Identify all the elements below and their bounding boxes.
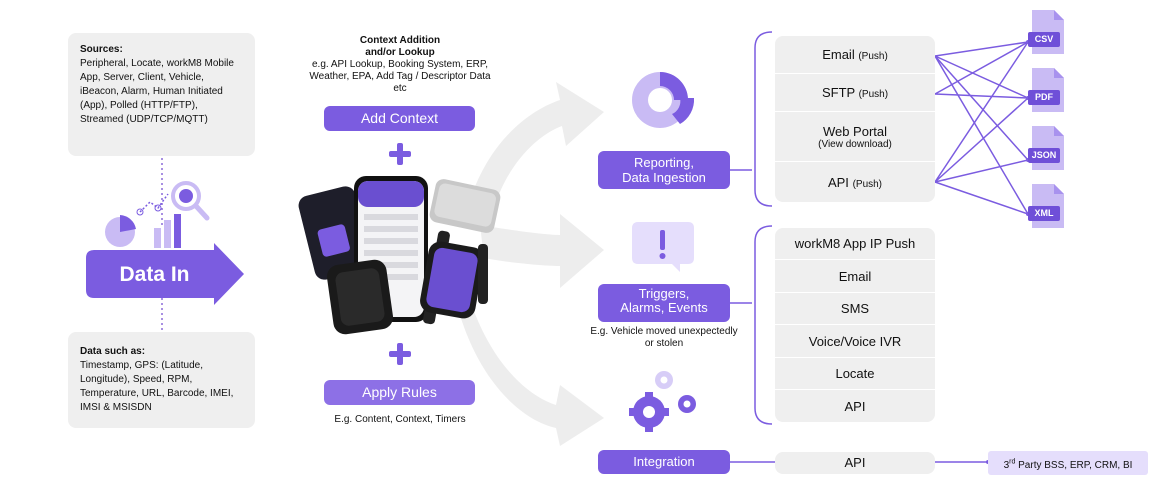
exclamation-bubble-icon — [632, 222, 694, 272]
sources-title: Sources: — [80, 44, 123, 55]
integration-api[interactable]: API — [775, 452, 935, 474]
apply-rules-button[interactable]: Apply Rules — [324, 380, 475, 405]
integration-button[interactable]: Integration — [598, 450, 730, 474]
list-item[interactable]: workM8 App IP Push — [775, 228, 935, 260]
list-item[interactable]: Voice/Voice IVR — [775, 325, 935, 358]
data-in-arrow — [86, 243, 244, 305]
file-type-csv: CSV — [1028, 32, 1060, 47]
triggers-label-2: Alarms, Events — [620, 300, 708, 315]
triggers-list: workM8 App IP Push Email SMS Voice/Voice… — [775, 228, 935, 422]
context-heading: Context Addition and/or Lookup e.g. API … — [306, 35, 494, 95]
data-icons — [105, 181, 210, 248]
file-type-pdf: PDF — [1028, 90, 1060, 105]
sources-box: Sources: Peripheral, Locate, workM8 Mobi… — [68, 33, 255, 156]
file-icon: XML — [1028, 184, 1068, 228]
list-item[interactable]: Web Portal(View download) — [775, 112, 935, 162]
list-item[interactable]: Locate — [775, 358, 935, 390]
third-party-systems: 3rd Party BSS, ERP, CRM, BI — [988, 451, 1148, 475]
reporting-button[interactable]: Reporting, Data Ingestion — [598, 151, 730, 189]
plus-icon — [389, 143, 411, 165]
list-item[interactable]: SFTP (Push) — [775, 74, 935, 112]
data-such-as-box: Data such as: Timestamp, GPS: (Latitude,… — [68, 332, 255, 428]
context-title-line2: and/or Lookup — [365, 47, 435, 58]
context-title-line1: Context Addition — [359, 35, 441, 46]
data-such-as-text: Timestamp, GPS: (Latitude, Longitude), S… — [80, 360, 234, 413]
file-icon: CSV — [1028, 10, 1068, 54]
context-desc: e.g. API Lookup, Booking System, ERP, We… — [309, 59, 491, 94]
data-such-as-title: Data such as: — [80, 346, 146, 357]
triggers-note: E.g. Vehicle moved unexpectedly or stole… — [590, 326, 738, 349]
list-item[interactable]: Email (Push) — [775, 36, 935, 74]
donut-chart-icon — [632, 72, 695, 128]
reporting-list: Email (Push) SFTP (Push) Web Portal(View… — [775, 36, 935, 202]
gears-icon — [629, 371, 696, 432]
list-item[interactable]: API — [844, 398, 866, 414]
file-icon: PDF — [1028, 68, 1068, 112]
rules-note: E.g. Content, Context, Timers — [334, 414, 466, 425]
triggers-button[interactable]: Triggers, Alarms, Events — [598, 284, 730, 322]
file-type-json: JSON — [1028, 148, 1060, 163]
list-item[interactable]: SMS — [775, 293, 935, 325]
devices-illustration — [298, 176, 501, 335]
flow-arrows — [460, 82, 604, 446]
file-icon: JSON — [1028, 126, 1068, 170]
list-item[interactable]: Email — [775, 260, 935, 293]
sources-text: Peripheral, Locate, workM8 Mobile App, S… — [80, 58, 234, 125]
reporting-label-1: Reporting, — [634, 155, 694, 170]
add-context-button[interactable]: Add Context — [324, 106, 475, 131]
plus-icon — [389, 343, 411, 365]
triggers-label-1: Triggers, — [638, 286, 690, 301]
list-item[interactable]: API (Push) — [827, 174, 883, 190]
file-type-xml: XML — [1028, 206, 1060, 221]
data-in-label: Data In — [119, 263, 190, 286]
third-party-label: 3rd Party BSS, ERP, CRM, BI — [1003, 459, 1133, 472]
reporting-label-2: Data Ingestion — [622, 170, 706, 185]
